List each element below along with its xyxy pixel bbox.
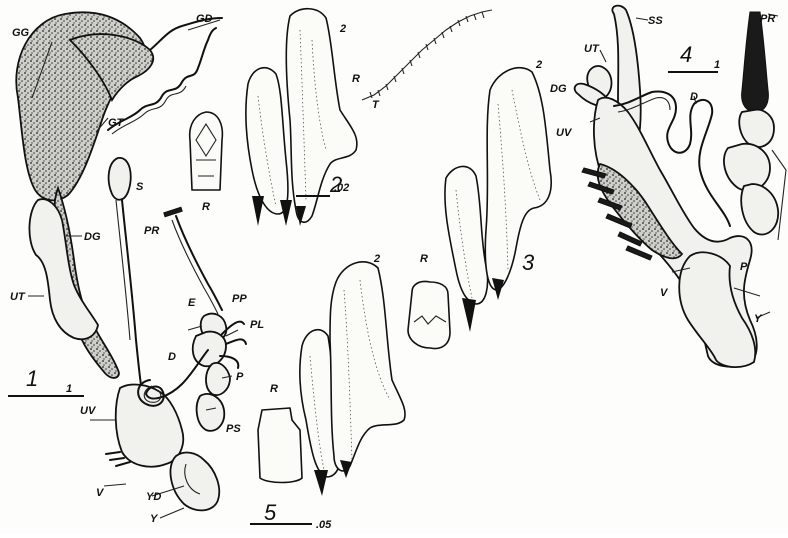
label-ps: PS <box>226 423 241 435</box>
label-pp: PP <box>232 293 247 305</box>
label-r-fig2: R <box>202 201 210 213</box>
scale-label-fig5: .05 <box>316 519 332 531</box>
figure-5-radula-teeth <box>258 262 405 496</box>
label-gt: GT <box>108 117 125 129</box>
label-ss: SS <box>648 15 663 27</box>
radula-ribbon <box>362 10 492 100</box>
label-d-fig4: D <box>690 91 698 103</box>
label-p-fig4: P <box>740 261 748 273</box>
penial-retractor-cap <box>164 207 182 216</box>
label-y-fig4: Y <box>754 313 763 325</box>
label-2-fig5: 2 <box>373 253 380 265</box>
label-pr-fig4: PR <box>760 13 775 25</box>
scale-label-fig1: 1 <box>66 383 72 395</box>
figure-3-radula-teeth <box>408 68 551 349</box>
figure-number-5: 5 <box>264 500 277 525</box>
scale-label-fig4: 1 <box>714 59 720 71</box>
label-uv: UV <box>80 405 97 417</box>
label-pl: PL <box>250 319 264 331</box>
label-2-fig3: 2 <box>535 59 542 71</box>
label-uv-fig4: UV <box>556 127 573 139</box>
label-r-fig3: R <box>420 253 428 265</box>
label-dg: DG <box>84 231 101 243</box>
rachidian-tooth-fig3 <box>408 281 450 348</box>
label-v: V <box>96 487 105 499</box>
penial-retractor <box>176 216 222 310</box>
epiphallus-fig4 <box>741 184 778 235</box>
figure-number-1: 1 <box>26 366 38 391</box>
label-pr: PR <box>144 225 159 237</box>
label-d: D <box>168 351 176 363</box>
penial-sheath <box>197 394 225 431</box>
label-p: P <box>236 371 244 383</box>
penis-papilla <box>193 332 226 367</box>
lateral-tooth-fig3-1 <box>445 166 488 304</box>
label-y: Y <box>150 513 159 525</box>
label-2-fig2: 2 <box>339 23 346 35</box>
lateral-tooth-1 <box>246 68 288 214</box>
label-ut-fig4: UT <box>584 43 600 55</box>
penial-sheath-fig4 <box>739 110 774 147</box>
scale-label-fig2: .02 <box>334 182 349 194</box>
penis <box>206 363 230 395</box>
label-r-fig5: R <box>270 383 278 395</box>
label-ribbon-r: R <box>352 73 360 85</box>
penis-fig4 <box>724 144 770 191</box>
lateral-tooth-fig3-2 <box>485 68 551 290</box>
rachidian-tooth-fig5 <box>258 408 302 483</box>
figure-number-4: 4 <box>680 42 692 67</box>
label-yd: YD <box>146 491 161 503</box>
label-s: S <box>136 181 144 193</box>
label-e: E <box>188 297 196 309</box>
spermatheca <box>109 158 131 200</box>
figure-1-reproductive-system <box>16 12 246 518</box>
label-ut: UT <box>10 291 26 303</box>
label-gg: GG <box>12 27 30 39</box>
spermatheca-duct-inner <box>116 200 130 340</box>
label-ribbon-t: T <box>372 99 380 111</box>
spermatheca-duct <box>122 200 142 392</box>
label-v-fig4: V <box>660 287 669 299</box>
lateral-tooth-fig5-2 <box>330 262 405 471</box>
yolk-duct <box>170 453 219 511</box>
label-dg-fig4: DG <box>550 83 567 95</box>
figure-number-3: 3 <box>522 250 535 275</box>
label-gd: GD <box>196 13 213 25</box>
penial-retractor-fig4 <box>742 12 769 112</box>
